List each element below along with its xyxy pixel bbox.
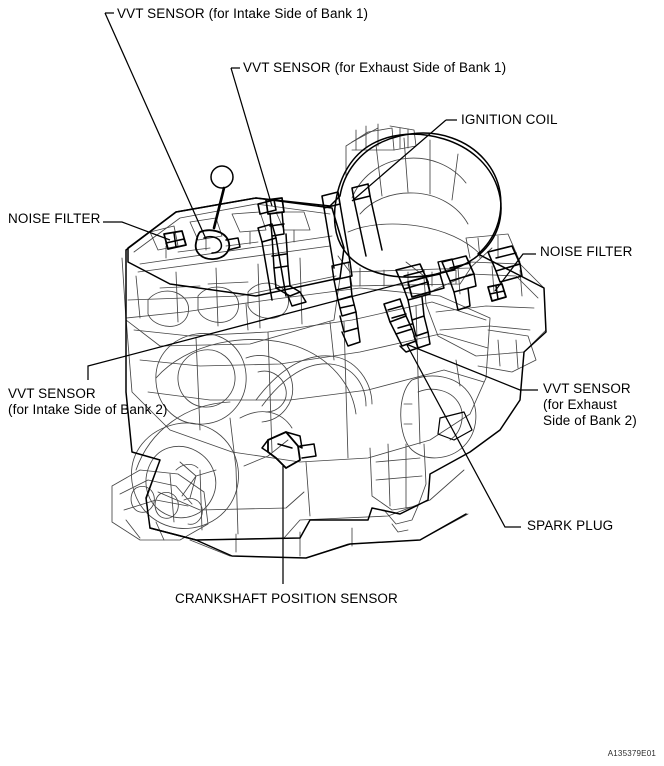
ignition-coil-stem-1: [257, 223, 287, 301]
leader-vvt-intake-bank2: [87, 275, 431, 380]
noise-filter-box-right: [487, 283, 507, 302]
ignition-coil-3: [351, 183, 383, 257]
callout-text-line2: (for Exhaust: [543, 397, 617, 412]
callout-text: VVT SENSOR: [543, 381, 631, 396]
leader-noise-filter-left: [103, 221, 171, 241]
leader-spark-plug: [406, 344, 521, 528]
callout-text: CRANKSHAFT POSITION SENSOR: [175, 591, 398, 606]
callout-text: VVT SENSOR (for Intake Side of Bank 1): [117, 6, 369, 21]
callout-noise-filter-right: NOISE FILTER: [540, 244, 632, 260]
leader-vvt-exhaust-bank2: [405, 343, 538, 391]
callout-vvt-exhaust-bank1: VVT SENSOR (for Exhaust Side of Bank 1): [243, 60, 506, 76]
callout-vvt-intake-bank2: VVT SENSOR (for Intake Side of Bank 2): [8, 386, 168, 418]
callout-vvt-intake-bank1: VVT SENSOR (for Intake Side of Bank 1): [117, 6, 368, 22]
callout-crankshaft-position-sensor: CRANKSHAFT POSITION SENSOR: [175, 591, 398, 607]
callout-spark-plug: SPARK PLUG: [527, 518, 613, 534]
spark-plug-exposed: [383, 298, 419, 353]
leader-vvt-exhaust-bank1: [230, 67, 273, 207]
ignition-coil-rear-3: [487, 245, 523, 283]
ignition-coil-rear-2: [441, 255, 477, 311]
leader-noise-filter-right: [494, 253, 536, 292]
leader-vvt-intake-bank1: [104, 12, 207, 240]
callout-vvt-exhaust-bank2: VVT SENSOR (for Exhaust Side of Bank 2): [543, 381, 637, 429]
callout-text: NOISE FILTER: [8, 211, 101, 226]
callout-noise-filter-left: NOISE FILTER: [8, 211, 100, 227]
callout-text: IGNITION COIL: [461, 112, 558, 127]
callout-ignition-coil: IGNITION COIL: [461, 112, 558, 128]
ignition-coil-1: [257, 199, 277, 215]
callout-text: NOISE FILTER: [540, 244, 633, 259]
engine-detail-linework: [111, 123, 547, 559]
figure-code: A135379E01: [607, 749, 656, 758]
callout-text: VVT SENSOR: [8, 386, 96, 401]
callout-text: VVT SENSOR (for Exhaust Side of Bank 1): [243, 60, 507, 75]
vvt-sensor-intake-bank1: [194, 229, 241, 260]
crankshaft-position-sensor-body: [261, 431, 317, 469]
callout-text-line3: Side of Bank 2): [543, 413, 637, 428]
callout-text-line2: (for Intake Side of Bank 2): [8, 402, 168, 417]
callout-text: SPARK PLUG: [527, 518, 614, 533]
engine-outline: [125, 132, 547, 559]
noise-filter-box-mid: [437, 258, 456, 274]
leader-lines: [87, 12, 538, 584]
leader-ignition-coil: [351, 119, 457, 202]
noise-filter-box-left: [163, 230, 187, 250]
dipstick: [210, 165, 234, 230]
